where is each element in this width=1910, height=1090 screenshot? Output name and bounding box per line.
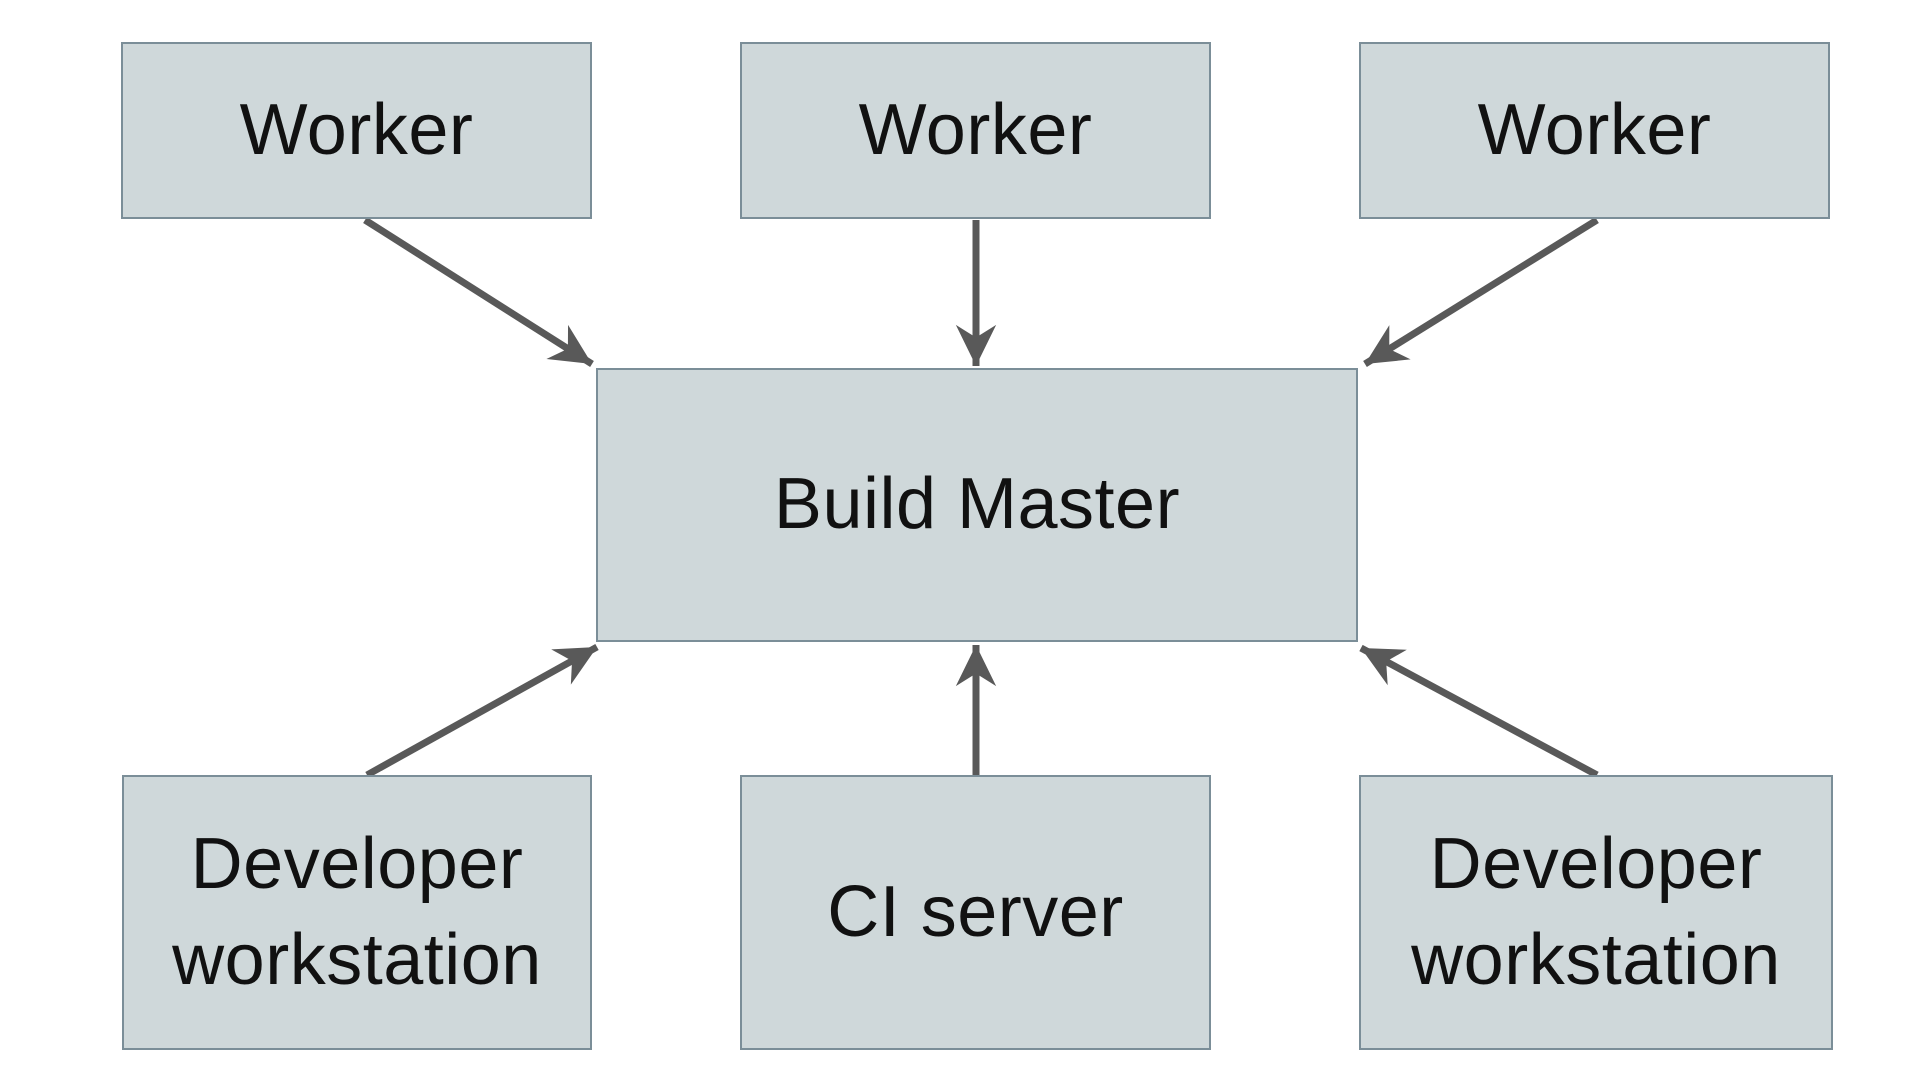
node-worker-2-label: Worker bbox=[858, 89, 1093, 170]
node-worker-2: Worker bbox=[740, 42, 1211, 219]
edge-arrow-worker-1-to-build-master bbox=[363, 217, 594, 367]
node-worker-3-label: Worker bbox=[1477, 89, 1712, 170]
node-developer-workstation-2: Developer workstation bbox=[1359, 775, 1833, 1050]
edge-arrow-developer-workstation-1-to-build-master bbox=[365, 643, 599, 779]
node-worker-1: Worker bbox=[121, 42, 592, 219]
node-worker-1-label: Worker bbox=[239, 89, 474, 170]
node-developer-workstation-1-label: Developer workstation bbox=[172, 823, 542, 1000]
node-worker-3: Worker bbox=[1359, 42, 1830, 219]
edge-arrow-worker-3-to-build-master bbox=[1363, 217, 1599, 367]
node-build-master: Build Master bbox=[596, 368, 1358, 642]
node-developer-workstation-2-label: Developer workstation bbox=[1411, 823, 1781, 1000]
edge-group bbox=[363, 217, 1599, 779]
edge-arrow-developer-workstation-2-to-build-master bbox=[1359, 644, 1599, 779]
node-build-master-label: Build Master bbox=[773, 464, 1181, 545]
node-ci-server-label: CI server bbox=[827, 871, 1124, 952]
node-ci-server: CI server bbox=[740, 775, 1211, 1050]
node-developer-workstation-1: Developer workstation bbox=[122, 775, 592, 1050]
